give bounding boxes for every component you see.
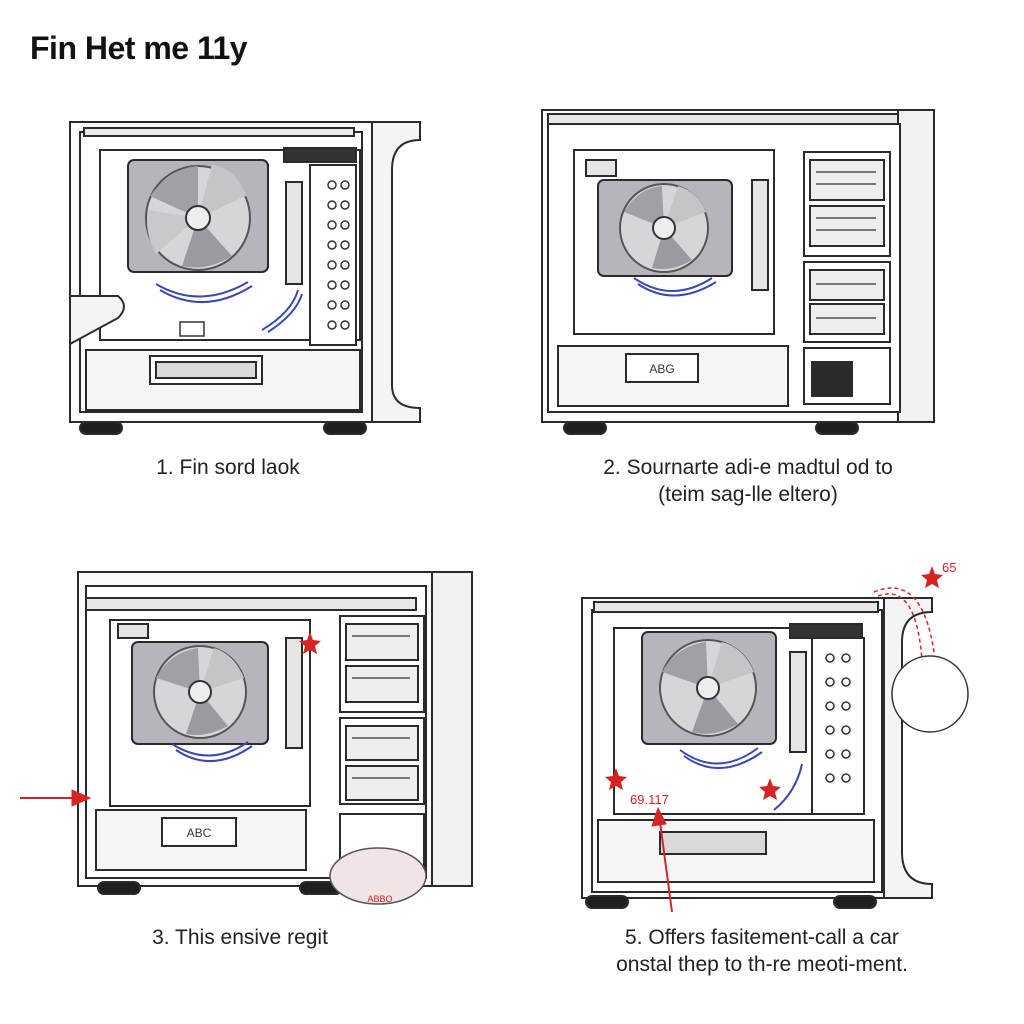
cable-bundle (171, 741, 253, 762)
cable-bundle (155, 281, 303, 333)
cable-bundle (633, 277, 717, 297)
step-3-illustration: ABBO ABC (20, 571, 473, 905)
step-2-caption: 2. Sournarte adi-e madtul od to (teim sa… (512, 454, 984, 508)
step-4-illustration: 65 69.117 (581, 560, 969, 913)
red-arrow-icon (20, 789, 92, 807)
page-title: Fin Het me 11y (30, 30, 248, 66)
drive-label: ABG (649, 362, 674, 376)
fan-icon (619, 183, 709, 273)
badge-label: ABBO (367, 894, 392, 904)
red-star-icon (605, 768, 627, 790)
step-4-caption: 5. Offers fasitement-call a car onstal t… (542, 924, 982, 978)
red-star-icon (921, 566, 943, 588)
step-1-illustration (69, 121, 421, 435)
fan-icon (145, 164, 251, 271)
callout-label: 65 (942, 560, 956, 575)
caption-line: 2. Sournarte adi-e madtul od to (603, 456, 893, 479)
step-3-caption: 3. This ensive regit (0, 924, 480, 951)
step-1-caption: 1. Fin sord laok (0, 454, 456, 481)
magnify-badge (329, 847, 427, 905)
step-2-panel: ABG 2. Sournarte adi-e madtul od to (tei… (512, 0, 1024, 512)
caption-line: 3. This ensive regit (152, 926, 328, 949)
fan-icon (153, 645, 247, 739)
step-1-panel: 1. Fin sord laok (0, 0, 512, 512)
hand-illustration (69, 295, 125, 346)
drive-label: ABC (187, 826, 212, 840)
caption-line: 1. Fin sord laok (156, 456, 300, 479)
caption-line: onstal thep to th-re meoti-ment. (616, 953, 908, 976)
red-star-icon (299, 632, 321, 654)
measure-label: 69.117 (630, 792, 669, 807)
step-2-illustration: ABG (541, 109, 935, 435)
fan-icon (659, 639, 757, 737)
red-star-icon (759, 778, 781, 800)
caption-line: 5. Offers fasitement-call a car (625, 926, 899, 949)
caption-line: (teim sag-lle eltero) (658, 483, 838, 506)
cable-bundle (679, 747, 803, 811)
step-4-panel: 65 69.117 5. Offers fasitement-call a ca… (512, 512, 1024, 1024)
callout-circle (891, 655, 969, 733)
red-arrow-icon (651, 806, 673, 913)
step-3-panel: ABBO ABC 3. This ensive regit (0, 512, 512, 1024)
